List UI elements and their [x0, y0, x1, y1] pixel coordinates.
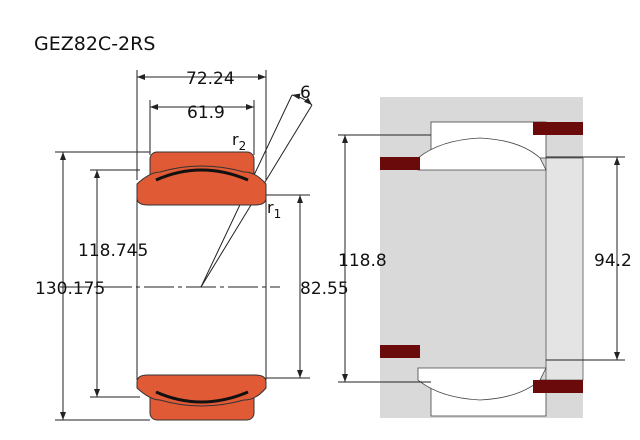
seal-bar: [533, 122, 583, 135]
label-r2: r2: [232, 130, 246, 153]
outer-ring-top: [136, 151, 267, 206]
seal-bar: [533, 380, 583, 393]
mounting-view: [338, 97, 625, 418]
label-shaft-shoulder: 94.2: [594, 251, 632, 271]
label-bore-diameter: 82.55: [300, 279, 349, 299]
label-housing-shoulder: 118.8: [338, 251, 387, 271]
bearing-section-view: [55, 70, 313, 421]
seal-bar: [380, 157, 420, 170]
label-tilt-angle: 6: [300, 83, 311, 103]
outer-ring-bottom: [136, 374, 267, 421]
label-ball-diameter: 118.745: [78, 241, 148, 261]
label-outer-width: 72.24: [186, 69, 235, 89]
label-r1: r1: [267, 198, 281, 221]
product-title: GEZ82C-2RS: [34, 33, 155, 55]
label-outer-diameter: 130.175: [35, 279, 105, 299]
label-inner-width: 61.9: [187, 103, 225, 123]
seal-bar: [380, 345, 420, 358]
